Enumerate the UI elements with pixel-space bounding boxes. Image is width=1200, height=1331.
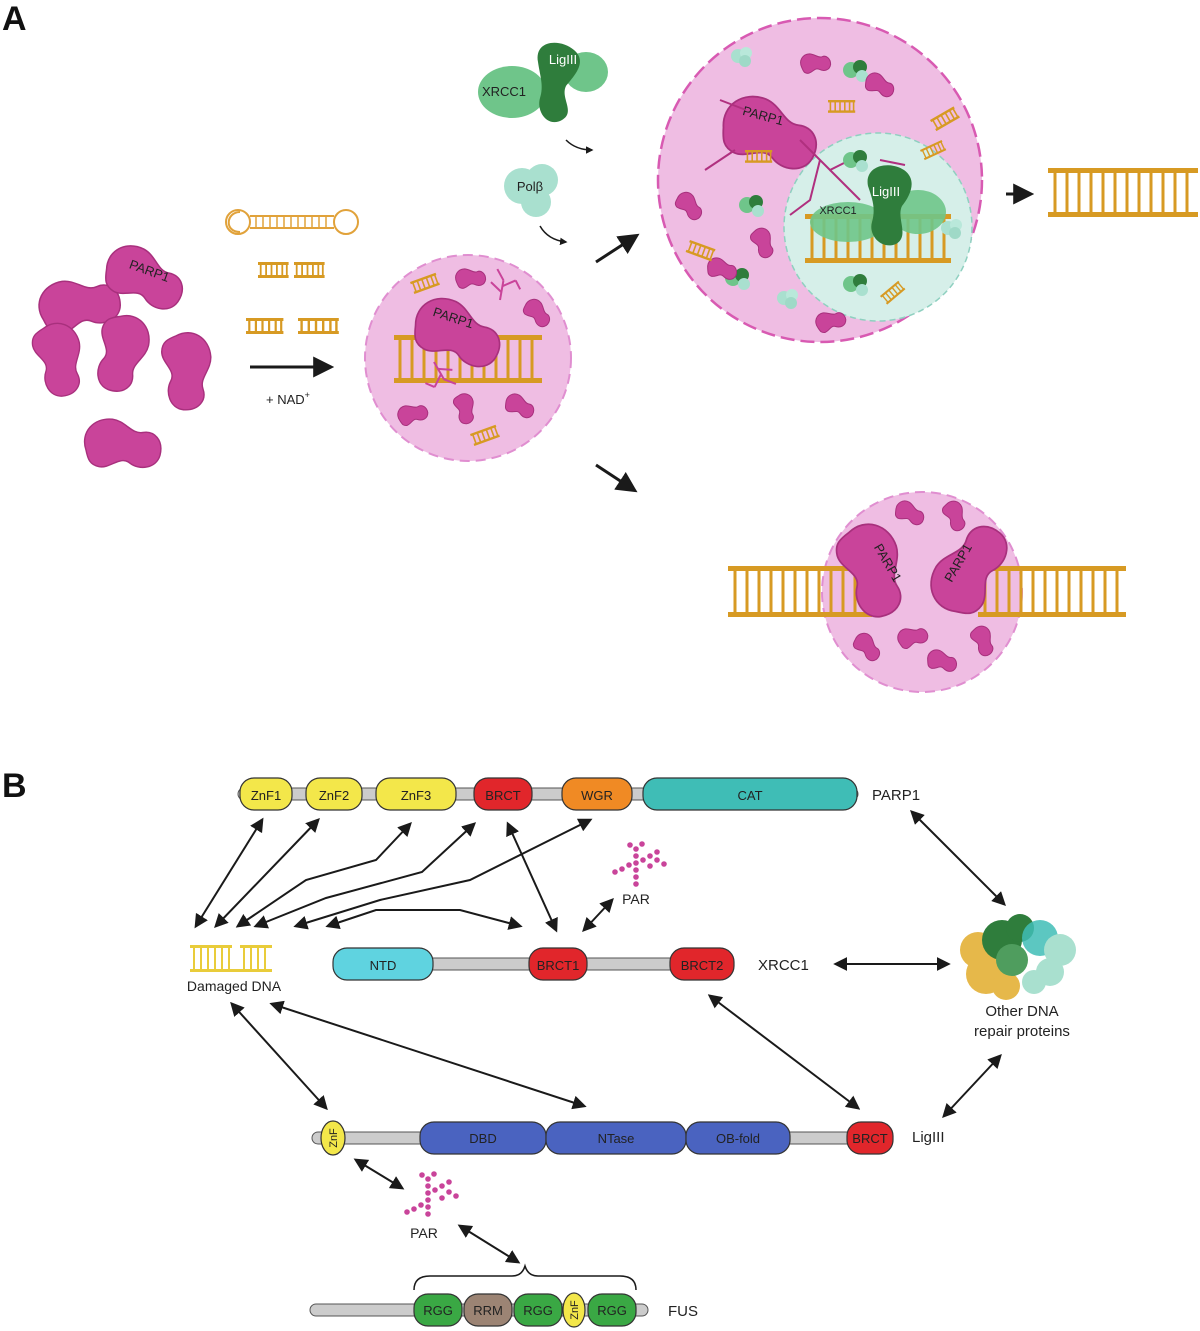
fus-protein-label: FUS [668, 1303, 698, 1320]
parp1-condensate-small: PARP1 [364, 254, 572, 462]
parp1-domain-znf1: ZnF1 [251, 788, 281, 803]
arrow-brct2-ligiii-brct [707, 994, 861, 1110]
xrcc1-ligiii-complex: XRCC1 LigIII [478, 42, 608, 123]
fus-domain-rgg1: RGG [423, 1303, 453, 1318]
other-repair-line2: repair proteins [974, 1023, 1070, 1040]
parp1-domain-cat: CAT [737, 788, 762, 803]
damaged-dna-fragments [244, 261, 340, 336]
arrow-znf-par [353, 1158, 405, 1190]
panel-b-label: B [2, 767, 27, 805]
hairpin-dna [225, 209, 359, 235]
fus-brace [413, 1263, 637, 1291]
parp1-protein-label: PARP1 [872, 787, 920, 804]
parp1-domain-wgr: WGR [581, 788, 613, 803]
arrow-dna-ntase [269, 1000, 587, 1110]
ligiii-domain-znf: ZnF [328, 1128, 340, 1148]
arrow-par-fus [457, 1224, 521, 1264]
parp1-domain-brct: BRCT [485, 788, 520, 803]
polb-label: Polβ [517, 179, 543, 194]
polb-protein: Polβ [504, 164, 558, 217]
parp1-domain-znf3: ZnF3 [401, 788, 431, 803]
bridging-condensate: PARP1 PARP1 [728, 491, 1126, 693]
repaired-dna [1048, 168, 1198, 217]
fus-domain-rrm: RRM [473, 1303, 503, 1318]
damaged-dna-icon [190, 945, 272, 972]
repair-condensate: PARP1 LigIII XRCC1 [656, 16, 984, 344]
par-icon-bottom [404, 1171, 459, 1217]
damaged-dna-label: Damaged DNA [187, 978, 282, 994]
ligiii-label-a: LigIII [549, 52, 577, 67]
fus-domain-znf: ZnF [569, 1300, 581, 1320]
arrow-dna-znf2 [214, 817, 320, 929]
ligiii-protein-label: LigIII [912, 1129, 945, 1146]
nad-label: + NAD+ [266, 390, 310, 407]
xrcc1-domain-brct2: BRCT2 [681, 958, 724, 973]
ligiii-domain-dbd: DBD [469, 1131, 496, 1146]
parp1-domain-map: ZnF1 ZnF2 ZnF3 BRCT WGR CAT [237, 777, 859, 811]
other-repair-line1: Other DNA [985, 1003, 1058, 1020]
arrow-brct-brct1 [506, 821, 558, 933]
arrow-brct1-par [582, 897, 614, 933]
free-parp1-proteins: PARP1 [26, 238, 221, 469]
par-label-bottom: PAR [410, 1225, 438, 1241]
arrow-dna-ligiii-znf [230, 1001, 328, 1111]
ligiii-domain-ntase: NTase [598, 1131, 635, 1146]
xrcc1-label-a: XRCC1 [482, 84, 526, 99]
ligiii-domain-map: ZnF DBD NTase OB-fold BRCT [311, 1120, 894, 1156]
xrcc1-protein-label: XRCC1 [758, 957, 809, 974]
arrow-ligiii-other [942, 1053, 1002, 1119]
par-icon-top [612, 841, 667, 887]
ligiii-domain-brct: BRCT [852, 1131, 887, 1146]
fus-domain-rgg2: RGG [523, 1303, 553, 1318]
fus-domain-rgg3: RGG [597, 1303, 627, 1318]
repair-ligiii-label: LigIII [872, 184, 900, 199]
panel-a-label: A [2, 0, 27, 38]
parp1-domain-znf2: ZnF2 [319, 788, 349, 803]
xrcc1-domain-brct1: BRCT1 [537, 958, 580, 973]
arrow-to-repair-condensate [595, 233, 640, 264]
par-label-top: PAR [622, 891, 650, 907]
ligiii-domain-ob-fold: OB-fold [716, 1131, 760, 1146]
other-repair-proteins-icon [960, 914, 1076, 1000]
repair-xrcc1-label: XRCC1 [819, 205, 856, 217]
fus-domain-map: RGG RRM RGG ZnF RGG [309, 1263, 649, 1328]
xrcc1-recruit-arrow [565, 139, 594, 154]
arrow-dna-brct1 [325, 909, 523, 930]
arrow-parp1-other [910, 810, 1006, 906]
xrcc1-domain-ntd: NTD [370, 958, 397, 973]
polb-recruit-arrow [539, 225, 568, 246]
interaction-arrows [194, 810, 1006, 1264]
arrow-to-bridging-condensate [595, 463, 638, 493]
arrow-dna-znf1 [194, 817, 264, 929]
xrcc1-domain-map: NTD BRCT1 BRCT2 [332, 947, 735, 981]
